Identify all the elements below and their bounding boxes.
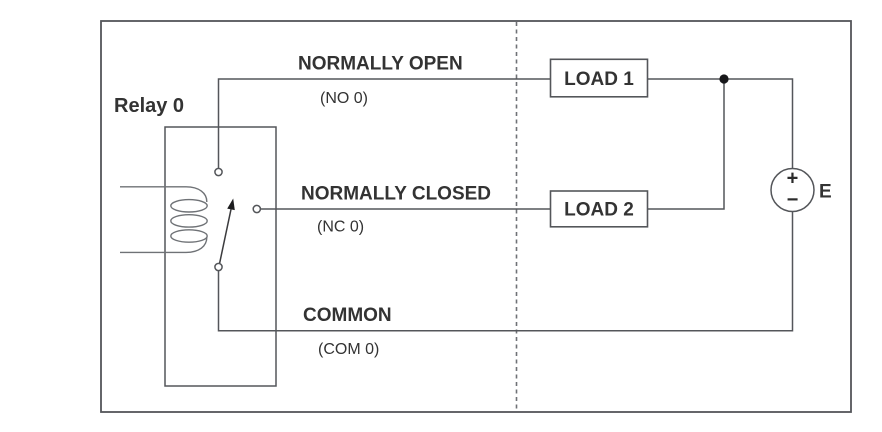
coil-lead-top xyxy=(120,186,208,203)
plus-sign: + xyxy=(787,168,799,190)
coil-turn-1 xyxy=(170,198,208,213)
load2-label: LOAD 2 xyxy=(564,200,634,221)
no-sublabel: (NO 0) xyxy=(320,90,368,107)
no-label: NORMALLY OPEN xyxy=(298,54,463,75)
armature-line xyxy=(218,209,232,264)
outer-border xyxy=(100,20,852,413)
nc-label: NORMALLY CLOSED xyxy=(301,184,491,205)
coil-lead-bottom xyxy=(120,236,208,254)
nc-terminal xyxy=(252,204,262,214)
relay-label: Relay 0 xyxy=(114,95,184,117)
com-terminal xyxy=(214,262,223,272)
com-sublabel: (COM 0) xyxy=(318,341,379,358)
com-wire xyxy=(217,211,794,332)
load1-box xyxy=(549,58,649,98)
junction-dot xyxy=(719,74,729,84)
minus-sign: − xyxy=(787,189,799,211)
nc-sublabel: (NC 0) xyxy=(317,219,364,236)
load2-box xyxy=(549,190,649,228)
nc-wire-right xyxy=(647,79,725,210)
voltage-source-circle xyxy=(770,167,815,213)
no-terminal xyxy=(214,167,223,177)
coil-turn-2 xyxy=(170,213,208,228)
no-wire-right xyxy=(647,78,794,169)
armature-arrowhead-icon xyxy=(227,198,235,211)
no-wire-left xyxy=(217,78,551,169)
relay-box xyxy=(164,126,277,387)
source-label: E xyxy=(819,182,832,203)
coil-turn-3 xyxy=(170,229,208,243)
load1-label: LOAD 1 xyxy=(564,69,634,90)
com-label: COMMON xyxy=(303,305,392,326)
